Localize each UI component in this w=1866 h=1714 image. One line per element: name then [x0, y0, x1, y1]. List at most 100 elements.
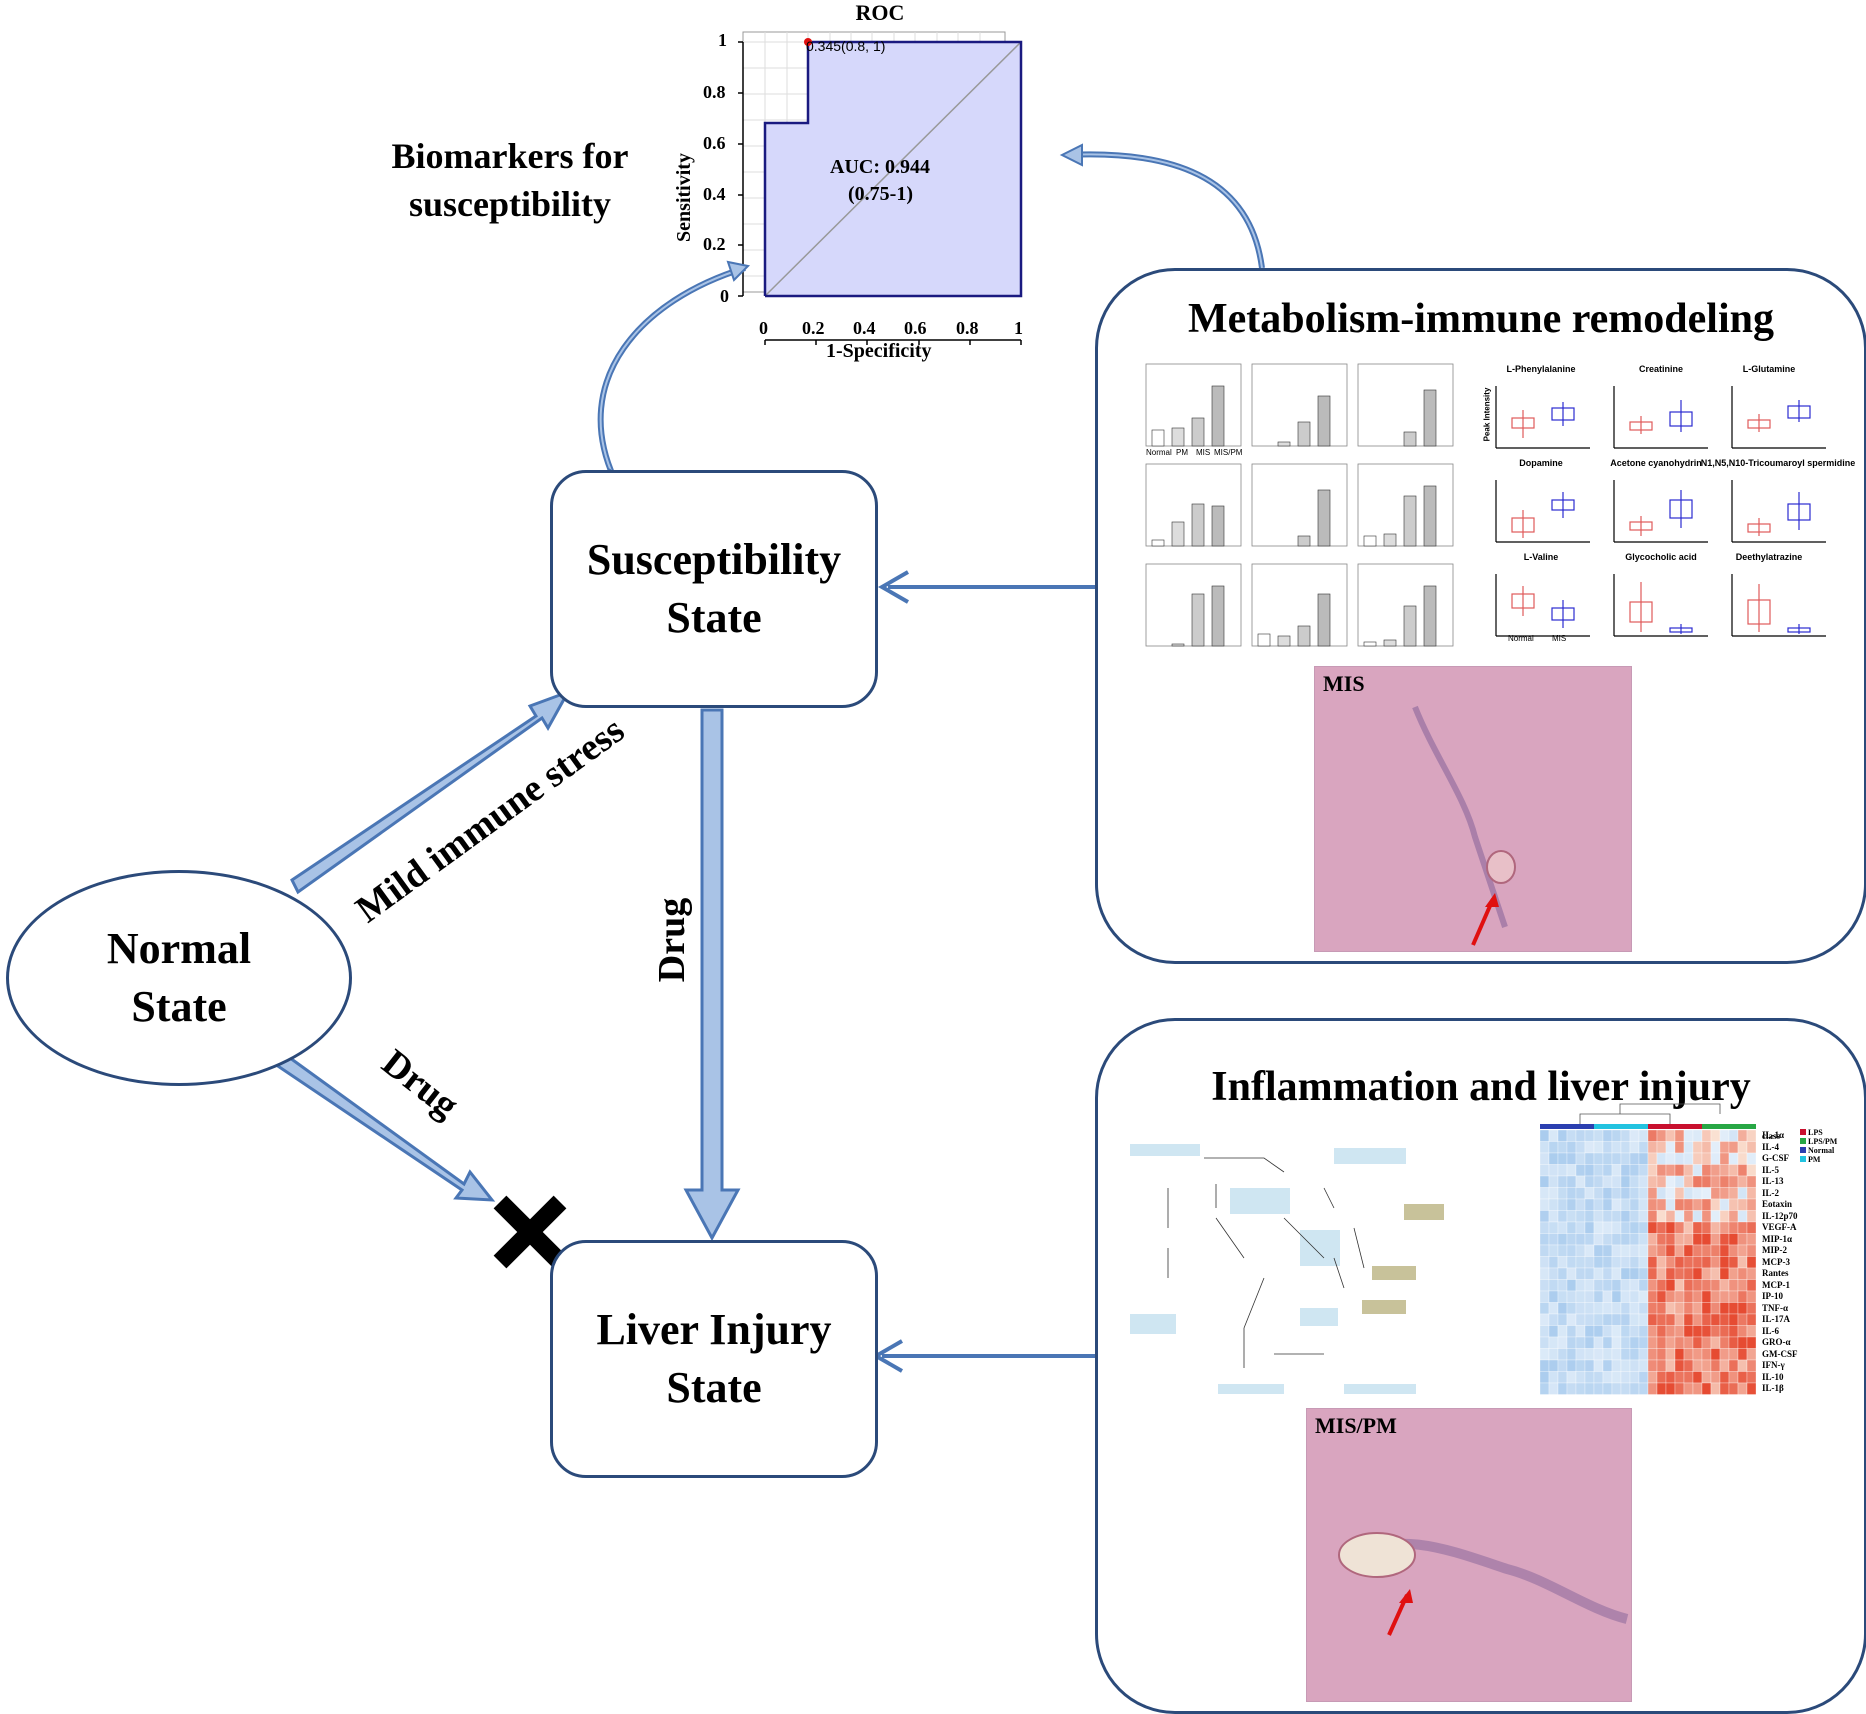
heatmap-cell: [1647, 1382, 1658, 1395]
heatmap-cell: [1692, 1325, 1703, 1338]
heatmap-cell: [1692, 1279, 1703, 1292]
heatmap-cell: [1647, 1313, 1658, 1326]
heatmap-cell: [1602, 1302, 1613, 1315]
heatmap-cell: [1701, 1256, 1712, 1269]
heatmap-cell: [1710, 1290, 1721, 1303]
heatmap-cell: [1584, 1267, 1595, 1280]
bar-group-mis: MIS: [1196, 448, 1211, 457]
heatmap-cell: [1710, 1382, 1721, 1395]
heatmap-cell: [1737, 1267, 1748, 1280]
heatmap-cell: [1746, 1302, 1757, 1315]
heatmap-cell: [1737, 1175, 1748, 1188]
heatmap-cell: [1737, 1371, 1748, 1384]
mis-histology-label: MIS: [1323, 671, 1365, 696]
heatmap-cell: [1575, 1313, 1586, 1326]
heatmap-cell: [1557, 1359, 1568, 1372]
arrow-susceptibility-to-liver: [683, 708, 741, 1242]
heatmap-cell: [1719, 1221, 1730, 1234]
heatmap-cell: [1566, 1279, 1577, 1292]
heatmap-cell: [1629, 1129, 1640, 1142]
heatmap-cell: [1593, 1359, 1604, 1372]
heatmap-class-cell: [1549, 1124, 1558, 1129]
heatmap-cell: [1647, 1221, 1658, 1234]
box-plot-2: [1613, 386, 1708, 449]
heatmap-cell: [1674, 1302, 1685, 1315]
heatmap-cell: [1665, 1336, 1676, 1349]
heatmap-cell: [1701, 1313, 1712, 1326]
heatmap-cell: [1548, 1141, 1559, 1154]
heatmap-cell: [1620, 1221, 1631, 1234]
heatmap-cell: [1584, 1198, 1595, 1211]
heatmap-cell: [1611, 1256, 1622, 1269]
heatmap-cell: [1737, 1221, 1748, 1234]
heatmap-cell: [1638, 1256, 1649, 1269]
heatmap-cell: [1683, 1164, 1694, 1177]
heatmap-cell: [1593, 1210, 1604, 1223]
heatmap-cell: [1566, 1175, 1577, 1188]
heatmap-cell: [1692, 1210, 1703, 1223]
heatmap-cell: [1611, 1152, 1622, 1165]
heatmap-cell: [1593, 1256, 1604, 1269]
roc-diagonal: [764, 41, 1022, 297]
heatmap-cell: [1746, 1279, 1757, 1292]
heatmap-cell: [1557, 1290, 1568, 1303]
heatmap-cell: [1557, 1279, 1568, 1292]
heatmap-cell: [1656, 1325, 1667, 1338]
heatmap-cell: [1566, 1210, 1577, 1223]
heatmap-class-cell: [1639, 1124, 1648, 1129]
heatmap-cell: [1683, 1267, 1694, 1280]
heatmap-cell: [1566, 1267, 1577, 1280]
heatmap-cell: [1593, 1152, 1604, 1165]
heatmap-cell: [1683, 1359, 1694, 1372]
heatmap-cell: [1665, 1290, 1676, 1303]
heatmap-cell: [1566, 1187, 1577, 1200]
heatmap-cell: [1611, 1175, 1622, 1188]
heatmap-cell: [1539, 1244, 1550, 1257]
heatmap-cell: [1575, 1359, 1586, 1372]
bar-chart-2: [1251, 363, 1348, 447]
heatmap-cell: [1575, 1279, 1586, 1292]
heatmap-cell: [1728, 1244, 1739, 1257]
heatmap-cell: [1746, 1198, 1757, 1211]
heatmap-cell: [1746, 1313, 1757, 1326]
heatmap-cell: [1746, 1267, 1757, 1280]
heatmap-cell: [1746, 1371, 1757, 1384]
heatmap-cell: [1719, 1267, 1730, 1280]
heatmap-cell: [1566, 1198, 1577, 1211]
heatmap-cell: [1575, 1244, 1586, 1257]
heatmap-cell: [1638, 1152, 1649, 1165]
heatmap-cell: [1638, 1233, 1649, 1246]
drug-vertical-label: Drug: [651, 897, 694, 983]
heatmap-cell: [1701, 1290, 1712, 1303]
heatmap-cell: [1647, 1267, 1658, 1280]
heatmap-cell: [1539, 1221, 1550, 1234]
heatmap-cell: [1710, 1175, 1721, 1188]
heatmap-cell: [1665, 1348, 1676, 1361]
bar-group-mispm: MIS/PM: [1214, 448, 1243, 457]
heatmap-cell: [1584, 1129, 1595, 1142]
heatmap-cell: [1575, 1141, 1586, 1154]
cytokine-heatmap: [1539, 1103, 1757, 1395]
heatmap-cell: [1566, 1221, 1577, 1234]
heatmap-cell: [1548, 1371, 1559, 1384]
heatmap-cell: [1629, 1313, 1640, 1326]
heatmap-cell: [1674, 1359, 1685, 1372]
heatmap-cell: [1656, 1164, 1667, 1177]
heatmap-cell: [1575, 1233, 1586, 1246]
heatmap-cell: [1656, 1256, 1667, 1269]
heatmap-cell: [1719, 1371, 1730, 1384]
heatmap-cell: [1584, 1187, 1595, 1200]
heatmap-cell: [1557, 1336, 1568, 1349]
heatmap-row-label: IL-5: [1762, 1164, 1780, 1175]
heatmap-cell: [1692, 1198, 1703, 1211]
heatmap-cell: [1611, 1313, 1622, 1326]
bar-chart-1: [1145, 363, 1242, 447]
heatmap-row-label: IP-10: [1762, 1291, 1783, 1301]
heatmap-cell: [1701, 1175, 1712, 1188]
heatmap-cell: [1584, 1290, 1595, 1303]
heatmap-class-cell: [1738, 1124, 1747, 1129]
heatmap-cell: [1557, 1244, 1568, 1257]
heatmap-cell: [1593, 1290, 1604, 1303]
heatmap-cell: [1683, 1371, 1694, 1384]
heatmap-cell: [1548, 1198, 1559, 1211]
